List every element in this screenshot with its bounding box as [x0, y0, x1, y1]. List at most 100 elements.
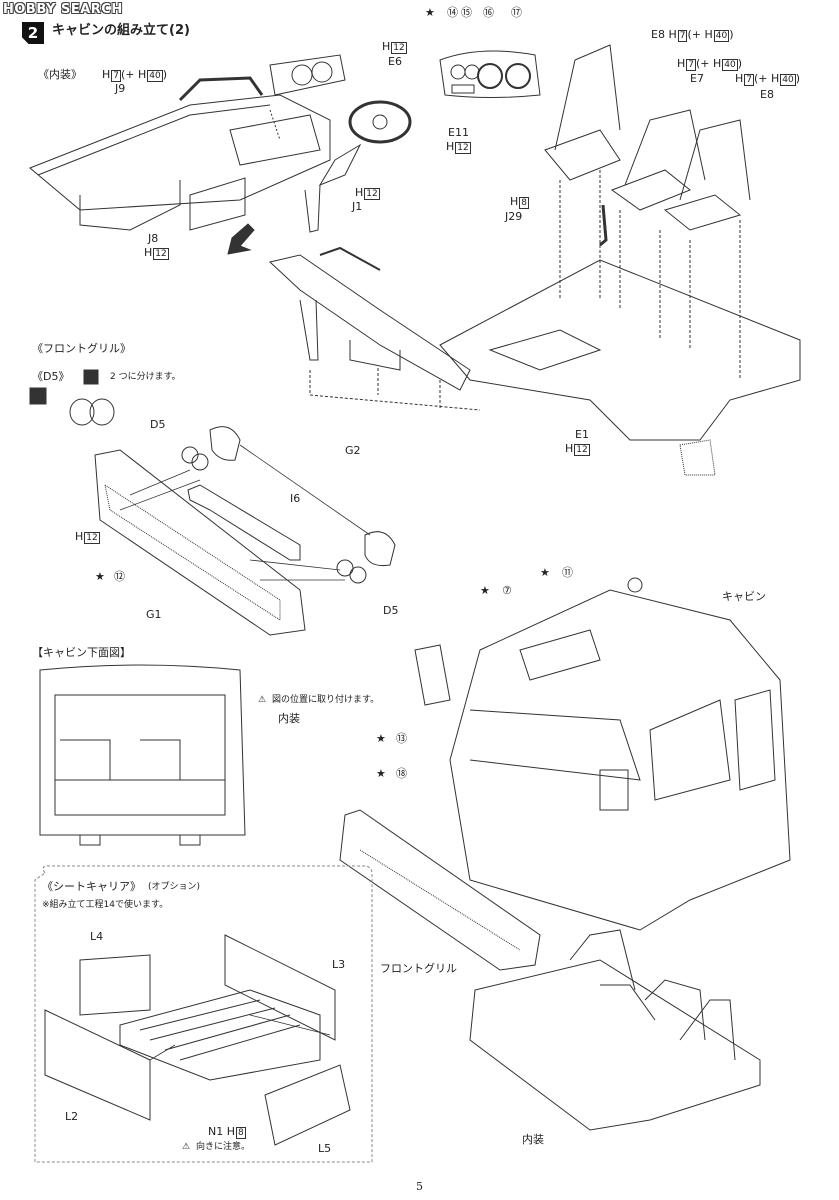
part-code: E8 — [651, 28, 665, 41]
color-number: 12 — [455, 142, 471, 154]
section-label-front-grille: 《フロントグリル》 — [32, 342, 131, 355]
color-number: 12 — [84, 532, 100, 544]
part-label-l3: L3 — [332, 958, 346, 971]
color-code: H — [735, 72, 744, 85]
color-code: H — [75, 530, 84, 543]
color-code: H — [446, 140, 455, 153]
part-label-d5: D5 — [150, 418, 166, 431]
part-label-j8: J8 — [148, 232, 159, 245]
marker-star-icon: ★ — [540, 566, 550, 579]
direction-arrow-icon — [227, 223, 255, 255]
color-code: ) — [737, 57, 743, 70]
step-title: キャビンの組み立て(2) — [52, 23, 190, 38]
watermark: HOBBY SEARCH — [3, 2, 123, 17]
marker-7: ⑦ — [502, 584, 512, 597]
color-code: ) — [795, 72, 801, 85]
marker-18: ⑱ — [396, 767, 407, 780]
part-label-g2: G2 — [345, 444, 361, 457]
part-label-i6: I6 — [290, 492, 301, 505]
section-label-d5: 《D5》 — [32, 370, 70, 383]
part-label-e7: E7 — [690, 72, 704, 85]
section-label-interior: 《内装》 — [38, 68, 82, 81]
section-label-cabin-underside: 【キャビン下面図】 — [32, 646, 131, 659]
part-label-l2: L2 — [65, 1110, 79, 1123]
label-cabin: キャビン — [722, 590, 766, 603]
cabin-body-drawing — [339, 577, 791, 1131]
marker-star-icon: ★ — [95, 570, 105, 583]
part-label-j29: J29 — [505, 210, 523, 223]
color-number: 12 — [364, 188, 380, 200]
color-code: (+ H — [121, 68, 147, 81]
part-label-e1: E1 — [575, 428, 589, 441]
color-number: 12 — [391, 42, 407, 54]
marker-17: ⑰ — [511, 6, 522, 19]
color-number: 12 — [574, 444, 590, 456]
marker-14: ⑭ — [447, 6, 458, 19]
warning-icon: ⚠ — [182, 1142, 191, 1152]
part-label-l4: L4 — [90, 930, 104, 943]
color-number: 7 — [744, 74, 755, 86]
color-code: H — [382, 40, 391, 53]
gauge-cluster-drawing — [439, 50, 541, 98]
color-number: 12 — [153, 248, 169, 260]
note-split: 2 つに分けます。 — [110, 372, 181, 382]
color-code: (+ H — [687, 28, 713, 41]
label-interior-bottom: 内装 — [522, 1133, 544, 1146]
label-interior-underside: 内装 — [278, 712, 300, 725]
marker-star-icon: ★ — [480, 584, 490, 597]
color-code: H — [355, 186, 364, 199]
seat-carrier-note: ※組み立て工程14で使います。 — [42, 900, 169, 910]
part-label-d5b: D5 — [383, 604, 399, 617]
part-label-g1: G1 — [146, 608, 162, 621]
part-label-e8b: E8 — [760, 88, 774, 101]
color-code: H — [565, 442, 574, 455]
color-number: 8 — [236, 1127, 246, 1139]
color-number: 40 — [147, 70, 163, 82]
color-number: 8 — [519, 197, 530, 209]
cabin-underside-drawing — [39, 664, 246, 846]
marker-12: ⑫ — [114, 570, 125, 583]
color-number: 40 — [713, 30, 730, 42]
color-code: H — [226, 1125, 236, 1138]
note-attach-position: 図の位置に取り付けます。 — [272, 695, 380, 705]
color-number: 7 — [111, 70, 122, 82]
note-orientation: 向きに注意。 — [196, 1142, 251, 1152]
dashboard-assembly-drawing — [29, 54, 346, 231]
color-number: 7 — [686, 59, 697, 71]
color-number: 40 — [780, 74, 796, 86]
dashboard-installed-drawing — [268, 246, 481, 411]
color-code: ) — [729, 28, 734, 41]
part-label-j1: J1 — [352, 200, 363, 213]
d5-parts-drawing — [29, 369, 115, 426]
label-front-grille: フロントグリル — [380, 962, 457, 975]
color-code: H — [102, 68, 111, 81]
color-code: H — [668, 28, 677, 41]
part-label-j9: J9 — [115, 82, 126, 95]
color-number: 40 — [722, 59, 738, 71]
color-number: 7 — [677, 30, 688, 42]
part-label-e11: E11 — [448, 126, 469, 139]
steering-wheel-drawing — [304, 100, 412, 233]
part-label-e6: E6 — [388, 55, 402, 68]
marker-16: ⑯ — [483, 6, 494, 19]
part-label-l5: L5 — [318, 1142, 332, 1155]
color-code: H — [510, 195, 519, 208]
warning-icon: ⚠ — [258, 695, 267, 705]
color-code: (+ H — [754, 72, 780, 85]
color-code: ) — [162, 68, 168, 81]
cabin-floor-drawing — [439, 44, 801, 476]
section-label-seat-carrier: 《シートキャリア》 — [42, 880, 141, 893]
marker-15: ⑮ — [461, 6, 472, 19]
